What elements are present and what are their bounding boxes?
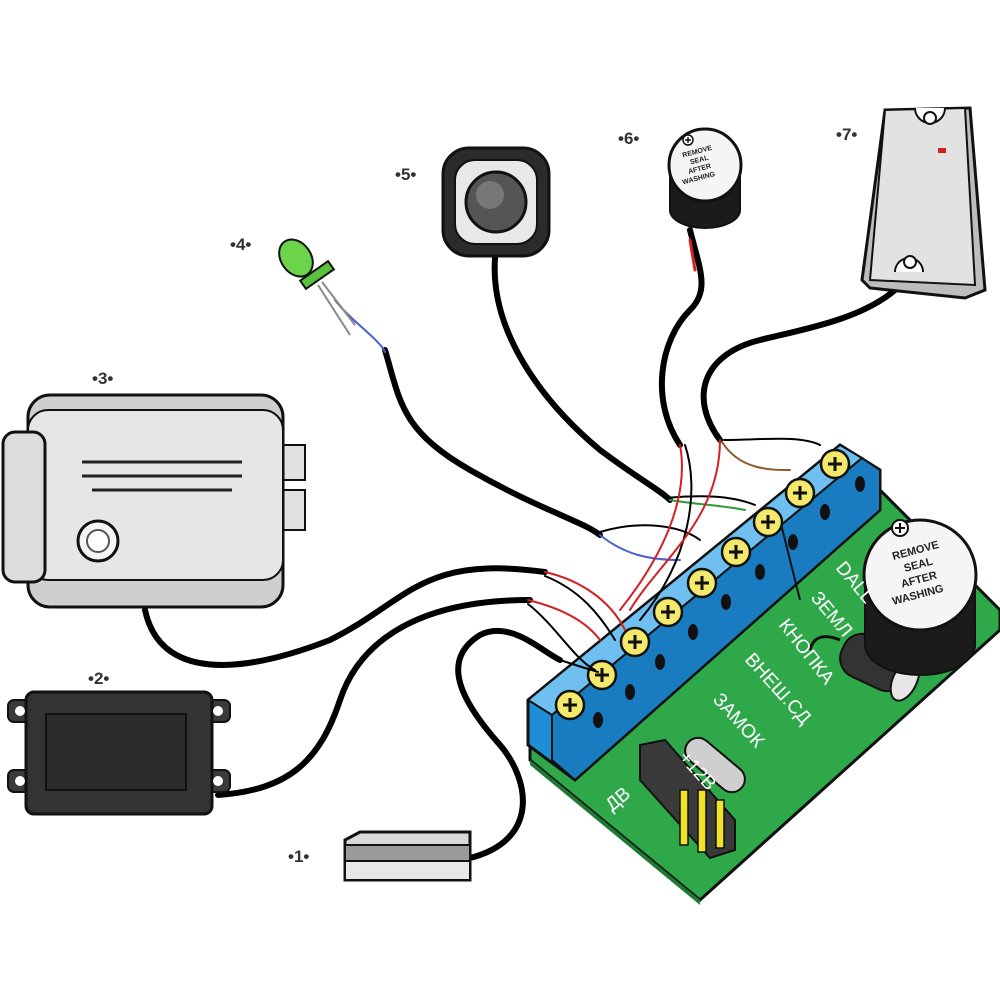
- plus-screw-icon: [619, 626, 651, 658]
- board-buzzer: REMOVE SEAL AFTER WASHING: [862, 518, 978, 676]
- callout-7: •7•: [836, 125, 857, 144]
- plus-screw-icon: [752, 506, 784, 538]
- led-indicator: [278, 238, 356, 336]
- plus-icon: [895, 523, 905, 533]
- crystal-oscillator: [684, 736, 746, 794]
- electric-lock: [1, 393, 306, 609]
- reed-switch: [343, 830, 472, 882]
- wires: [142, 227, 898, 861]
- plus-screw-icon: [652, 596, 684, 628]
- plus-icon: [685, 137, 691, 143]
- plus-screw-icon: [720, 536, 752, 568]
- jumper-header: [639, 738, 736, 860]
- power-supply: [7, 690, 231, 816]
- plus-screw-icon: [686, 567, 718, 599]
- plus-screw-icon: [819, 448, 851, 480]
- card-reader: [860, 106, 987, 300]
- exit-button: [441, 146, 551, 258]
- plus-screw-icon: [784, 477, 816, 509]
- callout-1: •1•: [288, 847, 309, 866]
- terminal-holes: [593, 476, 865, 728]
- callout-5: •5•: [395, 165, 416, 184]
- plus-screw-icon: [554, 689, 586, 721]
- small-seal-line2: SEAL: [689, 155, 710, 167]
- callout-4: •4•: [230, 235, 251, 254]
- plus-screw-icon: [586, 659, 618, 691]
- callout-2: •2•: [88, 669, 109, 688]
- external-buzzer: REMOVE SEAL AFTER WASHING: [667, 127, 743, 229]
- controller-board: REMOVE SEAL AFTER WASHING ДВ +12В ЗАМОК …: [526, 443, 1000, 905]
- callout-3: •3•: [92, 369, 113, 388]
- callout-6: •6•: [618, 129, 639, 148]
